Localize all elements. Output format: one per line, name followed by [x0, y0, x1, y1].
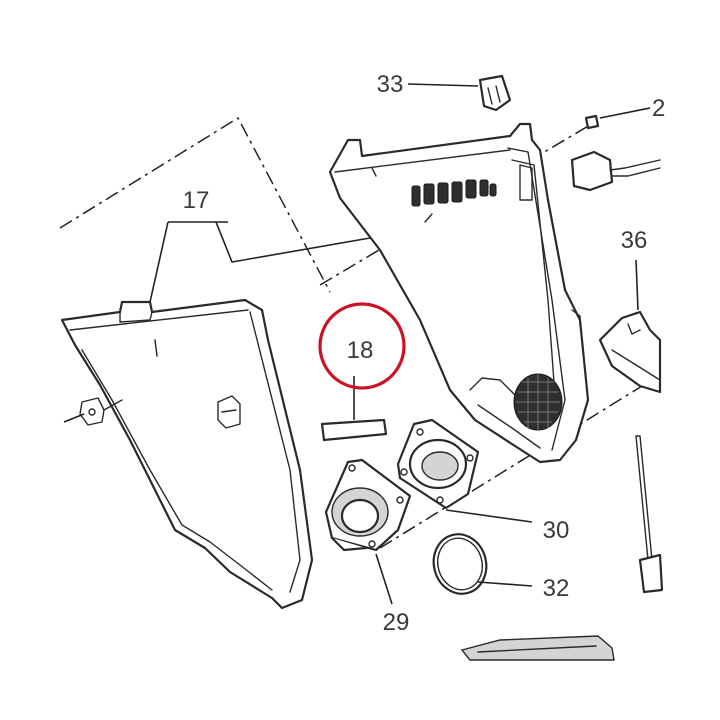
callout-33: 33 [377, 71, 404, 98]
assembly-guide-lines [59, 116, 656, 549]
highlight-ring [318, 302, 406, 390]
callout-2: 2 [652, 95, 665, 122]
part-32-o-ring [432, 533, 488, 595]
leader-lines [63, 83, 651, 605]
callout-29: 29 [383, 609, 410, 636]
callout-30: 30 [543, 517, 570, 544]
part-18-seal-strip [320, 418, 388, 442]
vent-slots [411, 179, 497, 207]
part-17-side-panel [60, 298, 314, 610]
callout-36: 36 [621, 227, 648, 254]
part-29-intake-flange [324, 458, 412, 552]
part-36-bracket [598, 310, 662, 394]
part-2-screw [584, 114, 600, 130]
callout-32: 32 [543, 575, 570, 602]
airbox-housing [328, 122, 590, 464]
part-33-clip [478, 74, 512, 112]
part-30-flange-plate [396, 418, 480, 510]
callout-18: 18 [347, 337, 374, 364]
tie-rod [635, 435, 664, 594]
lower-cover-fragment [460, 635, 615, 661]
callout-17: 17 [183, 187, 210, 214]
sensor-connector [570, 150, 661, 192]
mesh-screen [513, 373, 563, 431]
